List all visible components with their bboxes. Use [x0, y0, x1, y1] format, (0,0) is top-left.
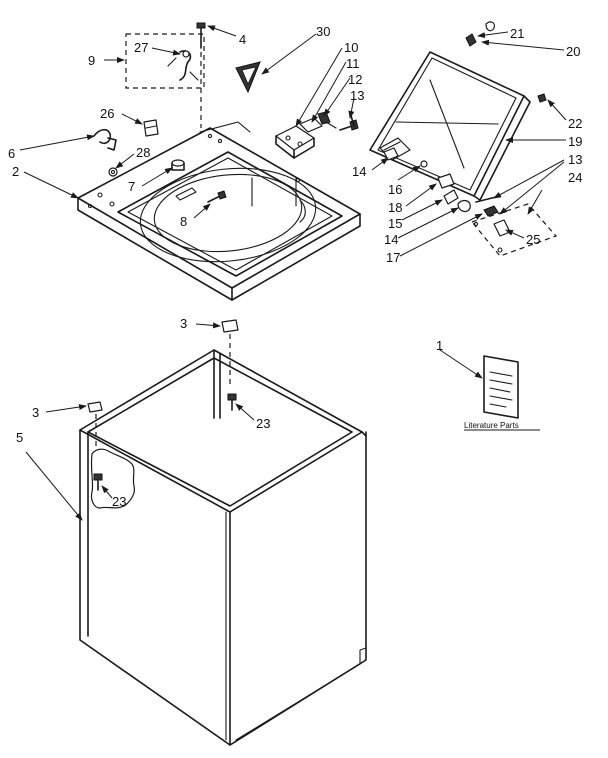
part-26-clip — [143, 119, 159, 137]
callout-25: 25 — [526, 232, 540, 247]
part-11-12-switch — [299, 111, 337, 133]
part-3-clip-front — [87, 401, 103, 450]
top-panel — [77, 121, 361, 301]
cabinet — [79, 349, 367, 746]
callout-11: 11 — [346, 56, 360, 71]
callout-8: 8 — [180, 214, 187, 229]
part-20-21-bumper — [465, 21, 495, 47]
callout-2: 2 — [12, 164, 19, 179]
callout-24: 24 — [568, 170, 582, 185]
callout-18: 18 — [388, 200, 402, 215]
callout-15: 15 — [388, 216, 402, 231]
callout-21: 21 — [510, 26, 524, 41]
callout-12: 12 — [348, 72, 362, 87]
part-8-screw — [207, 190, 227, 203]
callout-3-front: 3 — [32, 405, 39, 420]
callout-13-right: 13 — [568, 152, 582, 167]
literature-booklet — [483, 355, 519, 419]
callout-6: 6 — [8, 146, 15, 161]
part-13-screws-top — [339, 111, 359, 131]
callout-14-lower: 14 — [384, 232, 398, 247]
part-30-badge — [235, 61, 261, 94]
callout-28: 28 — [136, 145, 150, 160]
callout-1: 1 — [436, 338, 443, 353]
literature-caption: Literature Parts — [464, 421, 519, 430]
callout-23-rear: 23 — [256, 416, 270, 431]
callout-22: 22 — [568, 116, 582, 131]
part-22-screw — [537, 93, 547, 103]
callout-16: 16 — [388, 182, 402, 197]
part-3-clip-rear — [221, 319, 239, 384]
part-9-kit-box — [125, 33, 205, 89]
part-6-connector — [93, 128, 117, 151]
part-28-grommet — [108, 167, 118, 177]
part-7-plug — [171, 159, 185, 171]
callout-23-front: 23 — [112, 494, 126, 509]
callout-4: 4 — [239, 32, 246, 47]
part-23-screw-rear — [227, 393, 237, 411]
callout-5: 5 — [16, 430, 23, 445]
part-10-hinge-block — [275, 125, 315, 159]
part-23-screw-front — [93, 473, 103, 491]
callout-10: 10 — [344, 40, 358, 55]
callout-27: 27 — [134, 40, 148, 55]
callout-3-rear: 3 — [180, 316, 187, 331]
callout-9: 9 — [88, 53, 95, 68]
callout-26: 26 — [100, 106, 114, 121]
callout-19: 19 — [568, 134, 582, 149]
callout-17: 17 — [386, 250, 400, 265]
callout-13-top: 13 — [350, 88, 364, 103]
part-4-screw — [196, 22, 206, 128]
callout-14-upper: 14 — [352, 164, 366, 179]
callout-labels: 4 9 27 30 10 11 12 13 26 6 28 2 7 8 21 2… — [8, 24, 582, 509]
callout-20: 20 — [566, 44, 580, 59]
leader-lines — [19, 25, 567, 521]
callout-7: 7 — [128, 179, 135, 194]
callout-30: 30 — [316, 24, 330, 39]
